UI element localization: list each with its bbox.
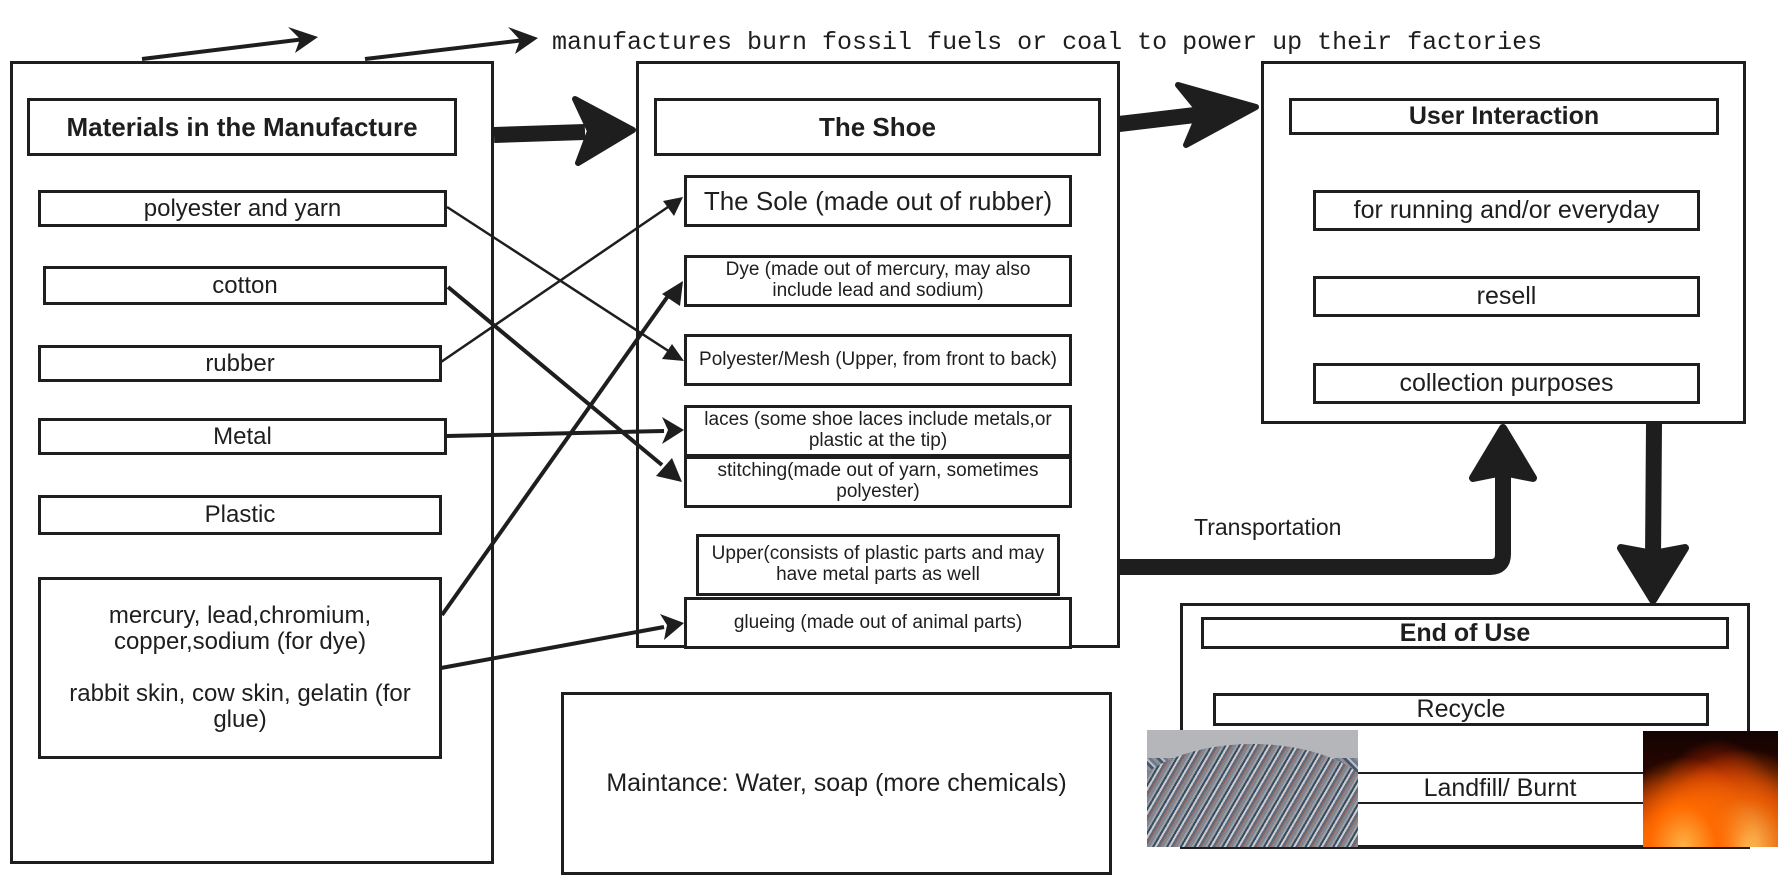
user-interaction-item: for running and/or everyday bbox=[1313, 190, 1700, 231]
materials-title: Materials in the Manufacture bbox=[27, 98, 457, 156]
arrow-user-to-end bbox=[1617, 423, 1689, 604]
landfill-option: Landfill/ Burnt bbox=[1340, 772, 1660, 804]
top-arrow-2 bbox=[364, 27, 538, 61]
shoe-part: The Sole (made out of rubber) bbox=[684, 175, 1072, 227]
fire-photo bbox=[1643, 731, 1778, 847]
chemicals-glue-text: rabbit skin, cow skin, gelatin (for glue… bbox=[69, 680, 411, 733]
user-interaction-item: resell bbox=[1313, 276, 1700, 317]
landfill-photo bbox=[1147, 730, 1358, 847]
material-item: Metal bbox=[38, 418, 447, 455]
materials-container bbox=[10, 61, 494, 864]
shoe-part: Upper(consists of plastic parts and may … bbox=[696, 534, 1060, 596]
shoe-part: Dye (made out of mercury, may also inclu… bbox=[684, 255, 1072, 307]
material-item: polyester and yarn bbox=[38, 190, 447, 227]
material-item: cotton bbox=[43, 266, 447, 305]
recycle-option: Recycle bbox=[1213, 693, 1709, 726]
shoe-part: glueing (made out of animal parts) bbox=[684, 597, 1072, 649]
material-item: Plastic bbox=[38, 495, 442, 535]
end-of-use-title: End of Use bbox=[1201, 617, 1729, 649]
user-interaction-title: User Interaction bbox=[1289, 98, 1719, 135]
top-arrow-1 bbox=[141, 27, 318, 61]
shoe-title: The Shoe bbox=[654, 98, 1101, 156]
material-chemicals: mercury, lead,chromium, copper,sodium (f… bbox=[38, 577, 442, 759]
end-of-use-bottom-edge bbox=[1340, 845, 1660, 848]
shoe-part: laces (some shoe laces include metals,or… bbox=[684, 405, 1072, 457]
chemicals-dye-text: mercury, lead,chromium, copper,sodium (f… bbox=[108, 602, 372, 656]
user-interaction-container bbox=[1261, 61, 1746, 424]
shoe-part: stitching(made out of yarn, sometimes po… bbox=[684, 456, 1072, 508]
maintenance-box: Maintance: Water, soap (more chemicals) bbox=[561, 692, 1112, 875]
user-interaction-item: collection purposes bbox=[1313, 363, 1700, 404]
material-item: rubber bbox=[38, 345, 442, 382]
fossil-fuel-note: manufactures burn fossil fuels or coal t… bbox=[552, 28, 1543, 57]
arrow-transportation bbox=[1120, 424, 1537, 575]
shoe-part: Polyester/Mesh (Upper, from front to bac… bbox=[684, 334, 1072, 386]
arrow-materials-to-shoe bbox=[493, 96, 636, 166]
arrow-shoe-to-user bbox=[1118, 82, 1259, 148]
transportation-label: Transportation bbox=[1194, 514, 1342, 540]
